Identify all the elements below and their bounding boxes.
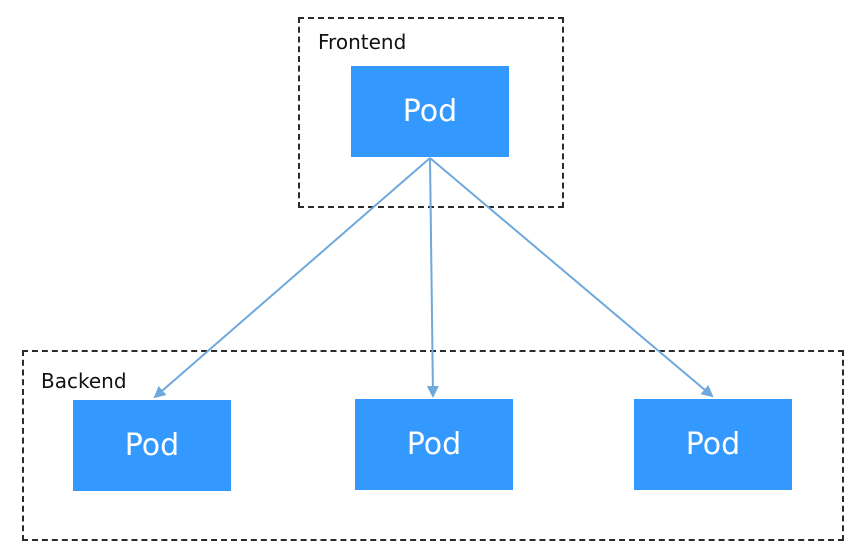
frontend-group-label: Frontend: [318, 30, 407, 54]
backend-pod-2: Pod: [355, 399, 513, 490]
backend-pod-3: Pod: [634, 399, 792, 490]
backend-pod-1: Pod: [73, 400, 231, 491]
frontend-pod: Pod: [351, 66, 509, 157]
backend-group-label: Backend: [41, 369, 127, 393]
